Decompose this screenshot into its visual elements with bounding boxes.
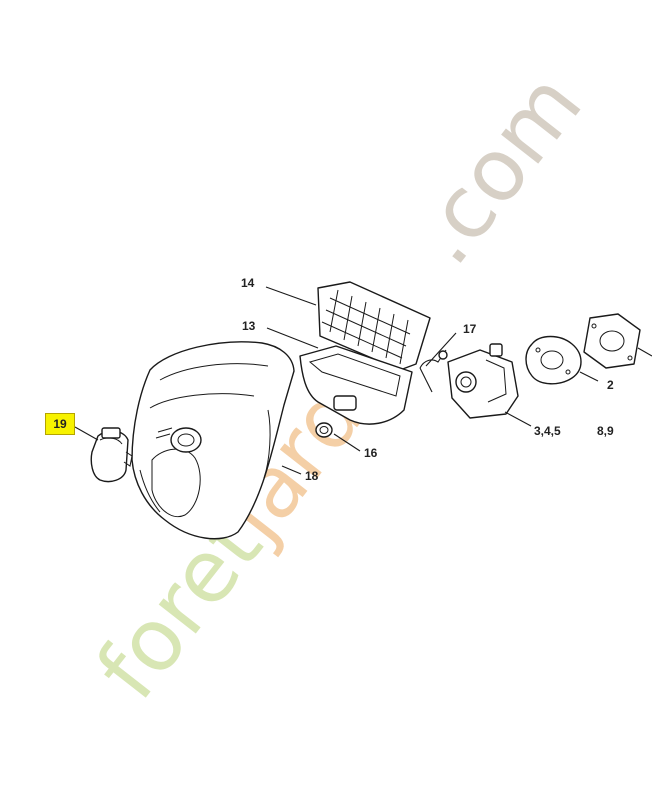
knob-drawing	[90, 427, 133, 483]
label-18: 18	[305, 469, 319, 483]
watermark-text-com: .com	[393, 55, 602, 283]
label-8-9: 8,9	[597, 424, 614, 438]
gasket-drawing	[525, 335, 582, 385]
air-filter-drawing	[317, 281, 431, 371]
label-17: 17	[463, 322, 477, 336]
leader-lines	[74, 286, 599, 475]
highlighted-part-label-19[interactable]: 19	[45, 413, 75, 435]
label-16: 16	[364, 446, 378, 460]
spacer-plate-drawing	[583, 313, 652, 369]
label-14: 14	[241, 276, 255, 290]
label-13: 13	[242, 319, 256, 333]
label-2: 2	[607, 378, 614, 392]
part-labels: 14 13 17 2 3,4,5 8,9 16 18	[241, 276, 614, 483]
choke-rod-drawing	[419, 349, 448, 393]
filter-base-drawing	[299, 345, 413, 425]
carburetor-drawing	[447, 343, 519, 419]
label-3-4-5: 3,4,5	[534, 424, 561, 438]
nut-drawing	[315, 422, 333, 438]
air-filter-cover-drawing	[131, 341, 295, 540]
